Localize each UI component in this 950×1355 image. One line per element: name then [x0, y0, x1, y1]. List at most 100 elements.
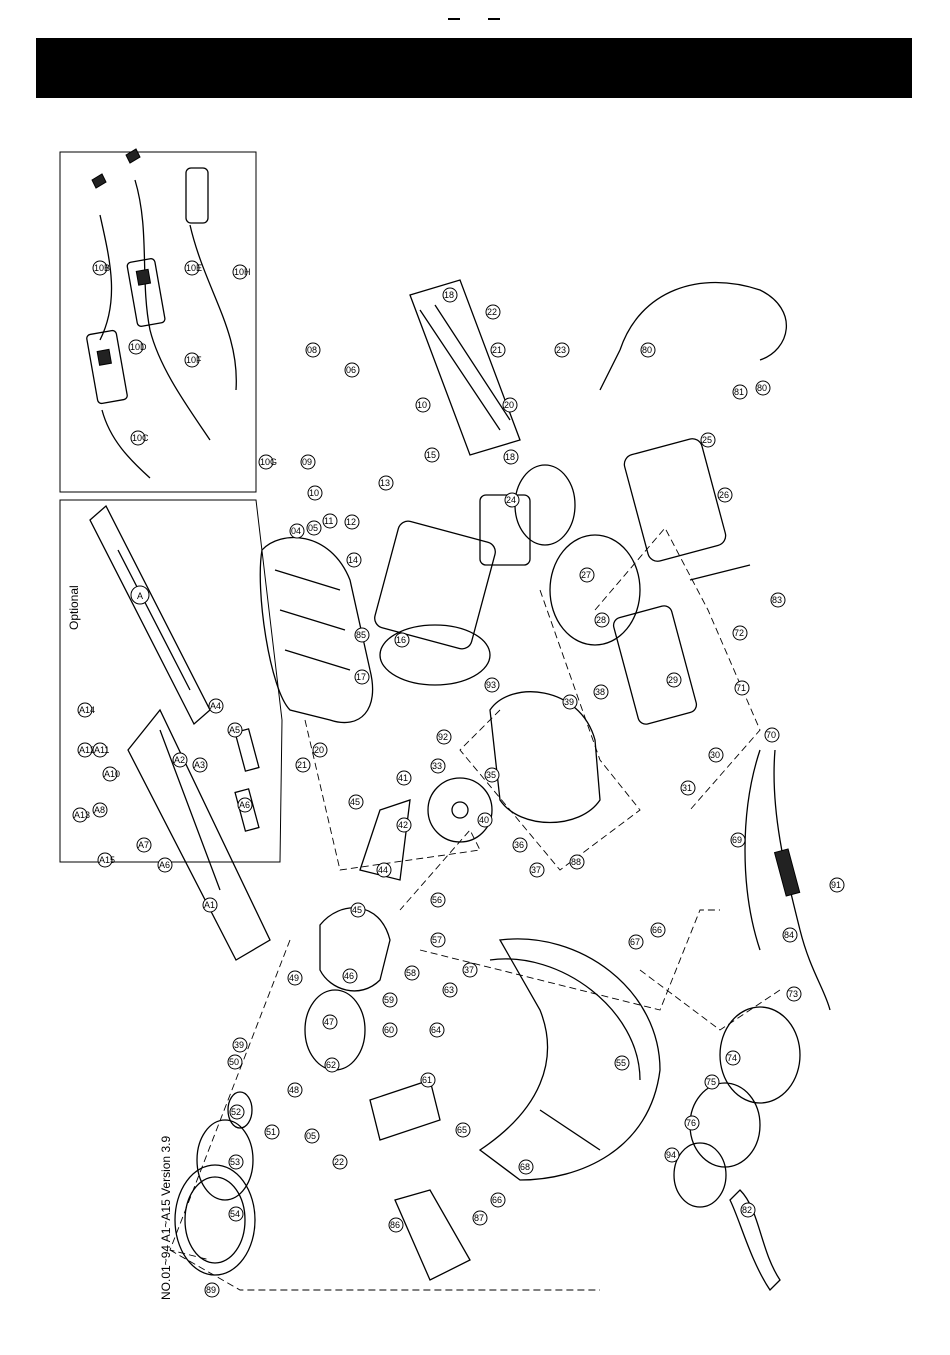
- stator-armature: [549, 438, 751, 725]
- callout-04: 04: [289, 523, 305, 539]
- svg-text:A8: A8: [94, 805, 105, 815]
- svg-text:85: 85: [356, 630, 366, 640]
- callout-57: 57: [430, 932, 446, 948]
- callout-87: 87: [472, 1210, 488, 1226]
- callout-62: 62: [324, 1057, 340, 1073]
- svg-text:47: 47: [324, 1017, 334, 1027]
- svg-text:A2: A2: [174, 755, 185, 765]
- callout-16: 16: [394, 632, 410, 648]
- svg-text:59: 59: [384, 995, 394, 1005]
- svg-text:A10: A10: [104, 769, 120, 779]
- callout-17: 17: [354, 669, 370, 685]
- callout-35: 35: [484, 767, 500, 783]
- callout-27: 27: [579, 567, 595, 583]
- svg-text:23: 23: [556, 345, 566, 355]
- svg-text:A15: A15: [99, 855, 115, 865]
- callout-48: 48: [287, 1082, 303, 1098]
- callout-20: 20: [502, 397, 518, 413]
- callout-37: 37: [529, 862, 545, 878]
- svg-text:10G: 10G: [260, 457, 277, 467]
- svg-text:22: 22: [334, 1157, 344, 1167]
- handle: [409, 279, 788, 456]
- callout-52: 52: [229, 1104, 245, 1120]
- motor-housing: [259, 464, 576, 724]
- svg-text:83: 83: [772, 595, 782, 605]
- svg-text:10E: 10E: [186, 263, 202, 273]
- svg-text:58: 58: [406, 968, 416, 978]
- svg-text:24: 24: [506, 495, 516, 505]
- callout-90: 18: [442, 287, 458, 303]
- svg-text:70: 70: [766, 730, 776, 740]
- callout-10D: 10D: [128, 339, 147, 355]
- callout-81: 81: [732, 384, 748, 400]
- callout-83: 83: [770, 592, 786, 608]
- callout-26: 26: [717, 487, 733, 503]
- svg-text:86: 86: [390, 1220, 400, 1230]
- callout-72: 72: [732, 625, 748, 641]
- callout-39-b: 39: [232, 1037, 248, 1053]
- svg-text:61: 61: [422, 1075, 432, 1085]
- callout-82: 82: [740, 1202, 756, 1218]
- svg-text:A3: A3: [194, 760, 205, 770]
- svg-text:75: 75: [706, 1077, 716, 1087]
- callout-45: 45: [348, 794, 364, 810]
- svg-text:87: 87: [474, 1213, 484, 1223]
- callout-A2: A2: [172, 752, 188, 768]
- svg-text:48: 48: [289, 1085, 299, 1095]
- callout-39: 39: [562, 694, 578, 710]
- svg-text:A1: A1: [204, 900, 215, 910]
- callout-A8: A8: [92, 802, 108, 818]
- svg-text:18: 18: [444, 290, 454, 300]
- callout-A13: A13: [72, 807, 90, 823]
- callout-54: 54: [228, 1206, 244, 1222]
- svg-text:20: 20: [504, 400, 514, 410]
- svg-text:65: 65: [457, 1125, 467, 1135]
- svg-text:22: 22: [487, 307, 497, 317]
- svg-text:81: 81: [734, 387, 744, 397]
- svg-text:88: 88: [571, 857, 581, 867]
- svg-text:A11: A11: [94, 745, 109, 755]
- callout-A12: A12: [77, 742, 95, 758]
- svg-text:51: 51: [266, 1127, 276, 1137]
- callout-10E: 10E: [184, 260, 202, 276]
- svg-text:91: 91: [831, 880, 841, 890]
- callout-11: 11: [322, 513, 338, 529]
- svg-text:50: 50: [229, 1057, 239, 1067]
- svg-text:10: 10: [309, 488, 319, 498]
- svg-text:68: 68: [520, 1162, 530, 1172]
- svg-text:62: 62: [326, 1060, 336, 1070]
- callout-92: 92: [436, 729, 452, 745]
- callout-86: 86: [388, 1217, 404, 1233]
- svg-text:A: A: [137, 591, 143, 601]
- callout-25: 25: [700, 432, 716, 448]
- svg-text:45: 45: [350, 797, 360, 807]
- callout-A: A: [130, 585, 150, 605]
- callout-10H: 10H: [232, 264, 251, 280]
- svg-text:09: 09: [302, 457, 312, 467]
- svg-text:37: 37: [531, 865, 541, 875]
- svg-text:31: 31: [682, 783, 692, 793]
- callout-24: 24: [504, 492, 520, 508]
- callout-56: 56: [430, 892, 446, 908]
- svg-text:10F: 10F: [186, 355, 202, 365]
- svg-text:A7: A7: [138, 840, 149, 850]
- svg-text:A14: A14: [79, 705, 95, 715]
- callout-61: 61: [420, 1072, 436, 1088]
- callout-59: 59: [382, 992, 398, 1008]
- callout-74: 74: [725, 1050, 741, 1066]
- callout-36: 36: [512, 837, 528, 853]
- callout-45-b: 45: [350, 902, 366, 918]
- callout-15: 15: [424, 447, 440, 463]
- callout-13: 13: [378, 475, 394, 491]
- callout-A4: A4: [208, 698, 224, 714]
- callout-30: 30: [708, 747, 724, 763]
- callout-71: 71: [734, 680, 750, 696]
- assembly-outlines: [169, 527, 781, 1291]
- callout-89: 89: [204, 1282, 220, 1298]
- svg-text:12: 12: [346, 517, 356, 527]
- callout-A7: A7: [136, 837, 152, 853]
- svg-text:04: 04: [291, 526, 301, 536]
- callout-group: 10B 10E 10H 10D 10F 10C 10G 08 09 06 10 …: [72, 260, 845, 1298]
- callout-28: 28: [594, 612, 610, 628]
- svg-text:74: 74: [727, 1053, 737, 1063]
